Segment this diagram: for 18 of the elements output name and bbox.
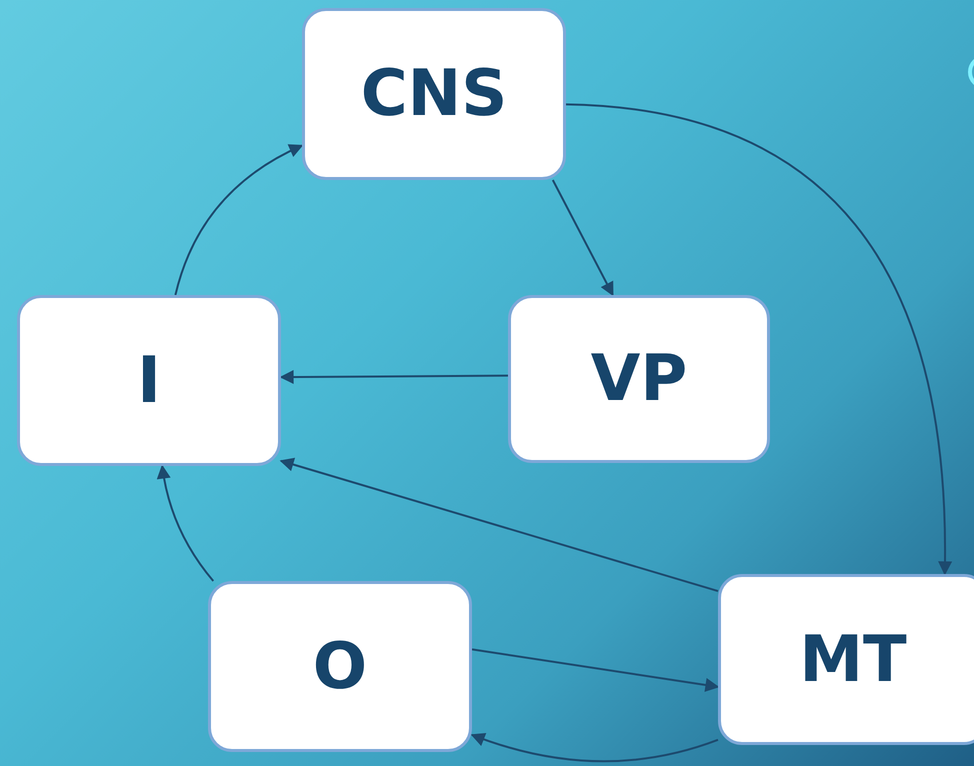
rounded-box bbox=[302, 8, 566, 180]
node-label: MT bbox=[799, 622, 907, 696]
rounded-box bbox=[17, 295, 281, 466]
arrow bbox=[470, 732, 718, 762]
arrow bbox=[566, 103, 952, 576]
node-label: VP bbox=[590, 342, 688, 416]
node-label: O bbox=[312, 630, 368, 704]
rounded-box bbox=[718, 574, 974, 745]
rounded-box bbox=[208, 581, 472, 752]
arrow bbox=[280, 370, 508, 384]
arrow bbox=[552, 180, 614, 296]
arrow bbox=[472, 648, 720, 692]
node-label: CNS bbox=[360, 57, 508, 131]
arrow bbox=[174, 144, 304, 296]
rounded-box bbox=[508, 295, 770, 463]
node-label: I bbox=[137, 344, 161, 418]
arrow bbox=[157, 464, 214, 582]
arrow bbox=[280, 458, 718, 592]
